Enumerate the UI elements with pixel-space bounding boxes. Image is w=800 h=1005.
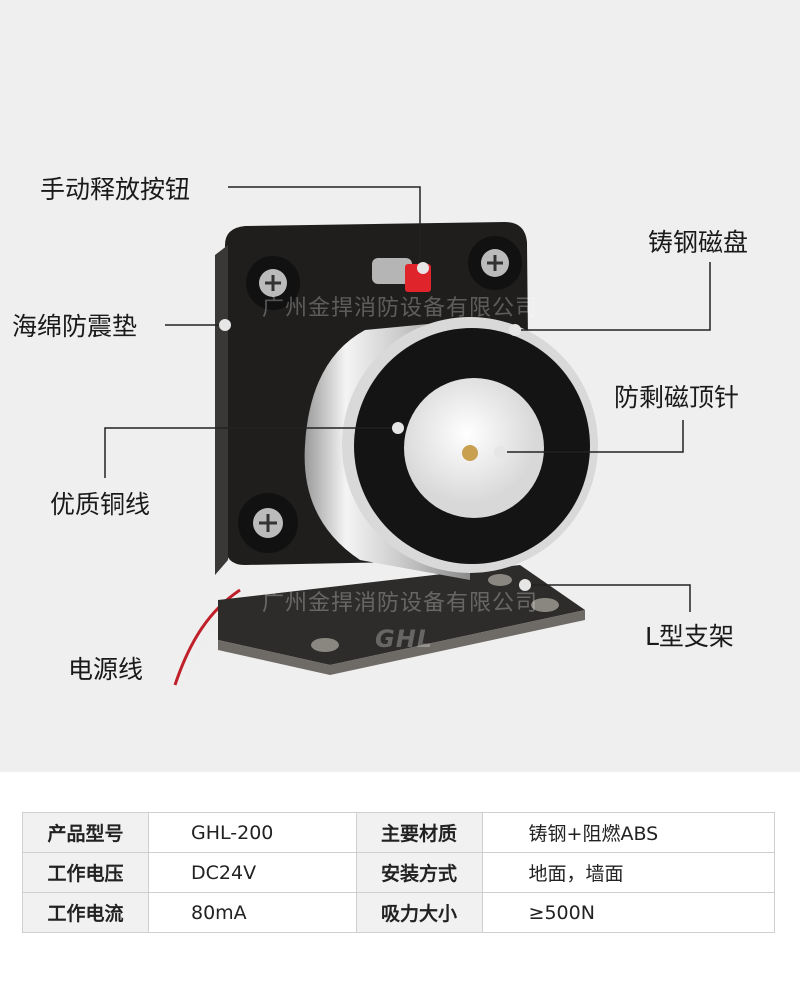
callout-copper-wire: 优质铜线 [50,490,151,519]
product-photo: 广州金捍消防设备有限公司 广州金捍消防设备有限公司 GHL 手动释放按钮 铸钢磁… [0,0,800,772]
spec-value: GHL-200 [148,812,357,853]
table-row: 工作电流 80mA 吸力大小 ≥500N [22,892,776,933]
spec-label: 主要材质 [355,812,483,853]
callout-sponge-pad: 海绵防震垫 [12,312,138,341]
spec-value: 地面，墙面 [481,852,776,893]
watermark-logo: GHL [375,625,434,653]
spec-value: 铸钢+阻燃ABS [481,812,776,853]
spec-label: 工作电压 [22,852,149,893]
callout-anti-remanence-pin: 防剩磁顶针 [614,383,740,412]
spec-table: 产品型号 GHL-200 主要材质 铸钢+阻燃ABS 工作电压 DC24V 安装… [22,812,776,933]
table-row: 工作电压 DC24V 安装方式 地面，墙面 [22,852,776,893]
spec-value: 80mA [148,892,357,933]
spec-value: DC24V [148,852,357,893]
spec-value: ≥500N [481,892,776,933]
watermark-text: 广州金捍消防设备有限公司 [262,296,539,321]
callout-power-cord: 电源线 [68,655,144,684]
spec-label: 产品型号 [22,812,149,853]
callout-manual-release-button: 手动释放按钮 [40,175,191,204]
spec-label: 安装方式 [355,852,483,893]
callout-l-bracket: L型支架 [645,622,734,651]
table-row: 产品型号 GHL-200 主要材质 铸钢+阻燃ABS [22,812,776,853]
watermark-text: 广州金捍消防设备有限公司 [262,591,539,616]
spec-label: 工作电流 [22,892,149,933]
spec-label: 吸力大小 [355,892,483,933]
electromagnetic-door-holder-illustration [104,186,711,686]
screw-icon [238,236,522,553]
callout-cast-steel-disk: 铸钢磁盘 [648,228,749,257]
